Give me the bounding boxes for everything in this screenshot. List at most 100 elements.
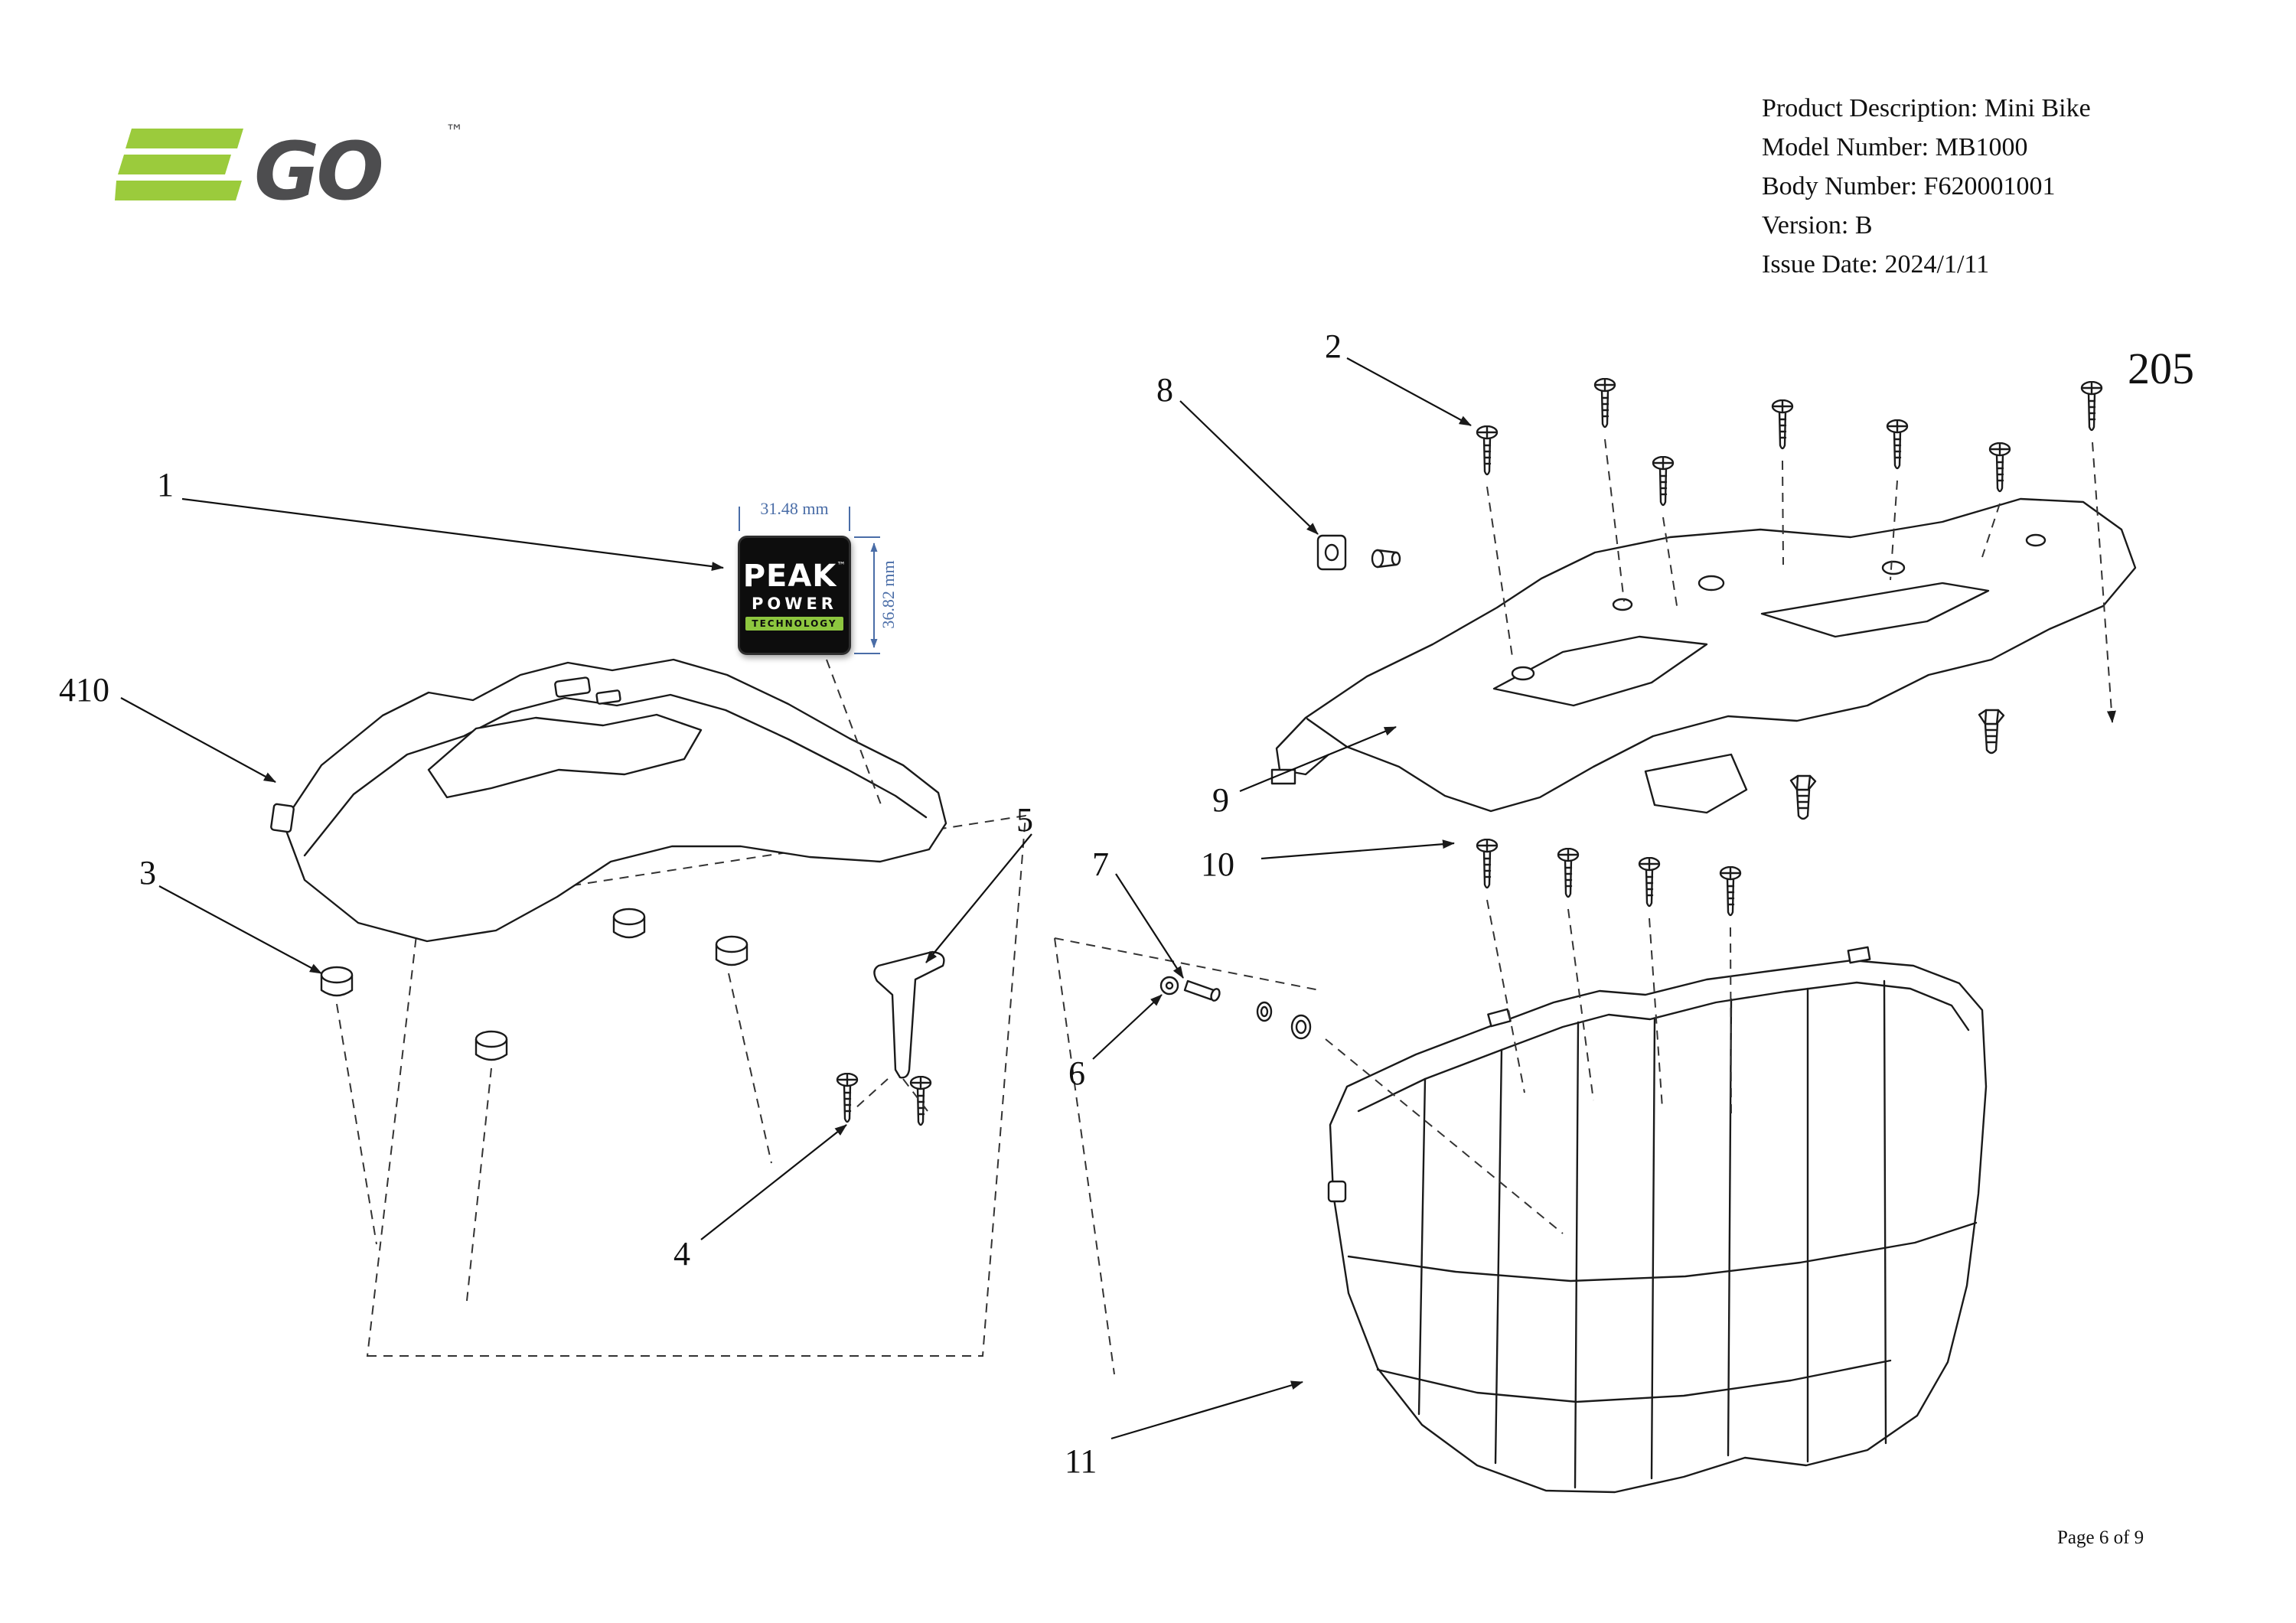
frame-screw xyxy=(1988,442,2011,493)
model-number-line: Model Number: MB1000 xyxy=(1762,133,2028,161)
ego-logo-graphic: GO xyxy=(115,125,384,218)
callout-7: 7 xyxy=(1092,846,1109,883)
product-info-block: Product Description: Mini Bike Model Num… xyxy=(1762,89,2091,284)
leader-10 xyxy=(1261,839,1455,860)
leader-2 xyxy=(1346,357,1472,426)
body-number-line: Body Number: F620001001 xyxy=(1762,172,2056,200)
callout-4: 4 xyxy=(673,1235,690,1273)
callout-5: 5 xyxy=(1016,801,1033,839)
nut-hole xyxy=(1324,543,1339,562)
screw-projection-line xyxy=(902,1078,928,1112)
leader-6 xyxy=(1092,994,1163,1060)
frame-bolt xyxy=(1789,774,1817,820)
leader-5 xyxy=(925,833,1032,963)
foot-projection-line xyxy=(336,1003,377,1245)
leader-7 xyxy=(1115,873,1184,979)
screw-205-projection-line xyxy=(2092,442,2116,723)
leader-1 xyxy=(181,497,724,572)
screw-projection-line xyxy=(1604,438,1625,602)
logo-e-bar-bottom xyxy=(115,181,242,200)
logo-e-bar-top xyxy=(126,129,243,148)
cover-accent-line xyxy=(303,693,928,857)
frame-cutout-left xyxy=(1492,635,1708,707)
cover-latch xyxy=(270,803,295,833)
logo-trademark: ™ xyxy=(445,121,464,142)
body-screw xyxy=(1557,848,1580,898)
frame-assembly-drawing xyxy=(1270,378,2137,820)
version-line: Version: B xyxy=(1762,211,1873,240)
frame-hole xyxy=(1698,575,1725,592)
body-outline xyxy=(1329,959,1988,1494)
frame-outline xyxy=(1304,497,2137,813)
frame-screw xyxy=(1476,425,1499,476)
pin-projection-line xyxy=(1325,1038,1564,1234)
spacer-cylinder xyxy=(1371,549,1384,569)
frame-arm-foot xyxy=(1270,768,1296,785)
width-extension-lines xyxy=(739,507,850,531)
cover-screw xyxy=(836,1073,859,1123)
peak-label-title-row: PEAK™ xyxy=(743,561,846,592)
callout-205: 205 xyxy=(2128,344,2194,393)
body-projection-line xyxy=(1054,937,1320,991)
cover-screw xyxy=(909,1076,932,1126)
frame-screw xyxy=(1771,399,1794,450)
leader-9 xyxy=(1239,725,1397,793)
body-clip xyxy=(1327,1180,1347,1203)
callout-9: 9 xyxy=(1212,781,1229,819)
ring-hole xyxy=(1295,1019,1307,1035)
spacer-lines xyxy=(1376,549,1397,569)
callout-3: 3 xyxy=(139,854,156,891)
ego-logo-e-bars xyxy=(115,129,243,200)
washer-hole xyxy=(1260,1005,1269,1018)
pin-body xyxy=(1183,979,1215,1001)
rubber-foot xyxy=(612,908,646,939)
screw-projection-line xyxy=(1567,908,1594,1101)
page-number: Page 6 of 9 xyxy=(2057,1527,2144,1548)
body-belt-line-lower xyxy=(1376,1359,1892,1403)
issue-date-line: Issue Date: 2024/1/11 xyxy=(1762,250,1990,279)
callout-6: 6 xyxy=(1068,1054,1085,1092)
cover-button-small xyxy=(595,689,621,705)
logo-go-text: GO xyxy=(254,125,381,210)
callout-leader-lines xyxy=(120,357,1472,1440)
rubber-foot xyxy=(475,1030,508,1061)
label-projection-line xyxy=(826,659,882,807)
cover-button-pad xyxy=(554,676,591,698)
spacer-end xyxy=(1391,551,1401,566)
body-rib-lines xyxy=(1417,979,1887,1489)
body-screw xyxy=(1638,857,1661,908)
callout-11: 11 xyxy=(1065,1442,1097,1480)
leader-410 xyxy=(120,697,276,783)
screw-projection-line xyxy=(1782,460,1784,565)
screw-projection-line xyxy=(1486,486,1513,657)
leader-8 xyxy=(1179,400,1319,535)
frame-bottom-bracket xyxy=(1644,753,1748,814)
logo-e-bar-middle xyxy=(118,155,231,174)
frame-hole xyxy=(1612,598,1633,611)
peak-label-technology-band: TECHNOLOGY xyxy=(745,616,843,631)
ego-logo: GO ™ xyxy=(115,121,475,218)
screw-projection-line xyxy=(855,1078,889,1109)
body-assembly-drawing xyxy=(1054,839,1988,1494)
leader-11 xyxy=(1110,1380,1303,1440)
label-width-dimension: 31.48 mm xyxy=(744,499,845,519)
peak-label-subtitle: POWER xyxy=(752,594,837,613)
callout-2: 2 xyxy=(1325,328,1342,365)
body-screw xyxy=(1719,866,1742,917)
frame-screw xyxy=(1886,419,1909,470)
frame-hole xyxy=(1881,560,1906,575)
rubber-foot xyxy=(320,966,354,997)
body-rim-line xyxy=(1357,981,1970,1113)
leader-4 xyxy=(700,1124,847,1240)
frame-bolt xyxy=(1978,709,2005,754)
screw-projection-line xyxy=(1486,899,1525,1093)
body-hook-tab xyxy=(1847,946,1871,964)
frame-hole xyxy=(2025,533,2047,547)
body-screw xyxy=(1476,839,1499,889)
body-projection-line xyxy=(1054,937,1115,1375)
peak-label-trademark: ™ xyxy=(837,559,846,571)
callout-10: 10 xyxy=(1201,846,1234,883)
frame-cutout-right xyxy=(1760,582,1990,638)
